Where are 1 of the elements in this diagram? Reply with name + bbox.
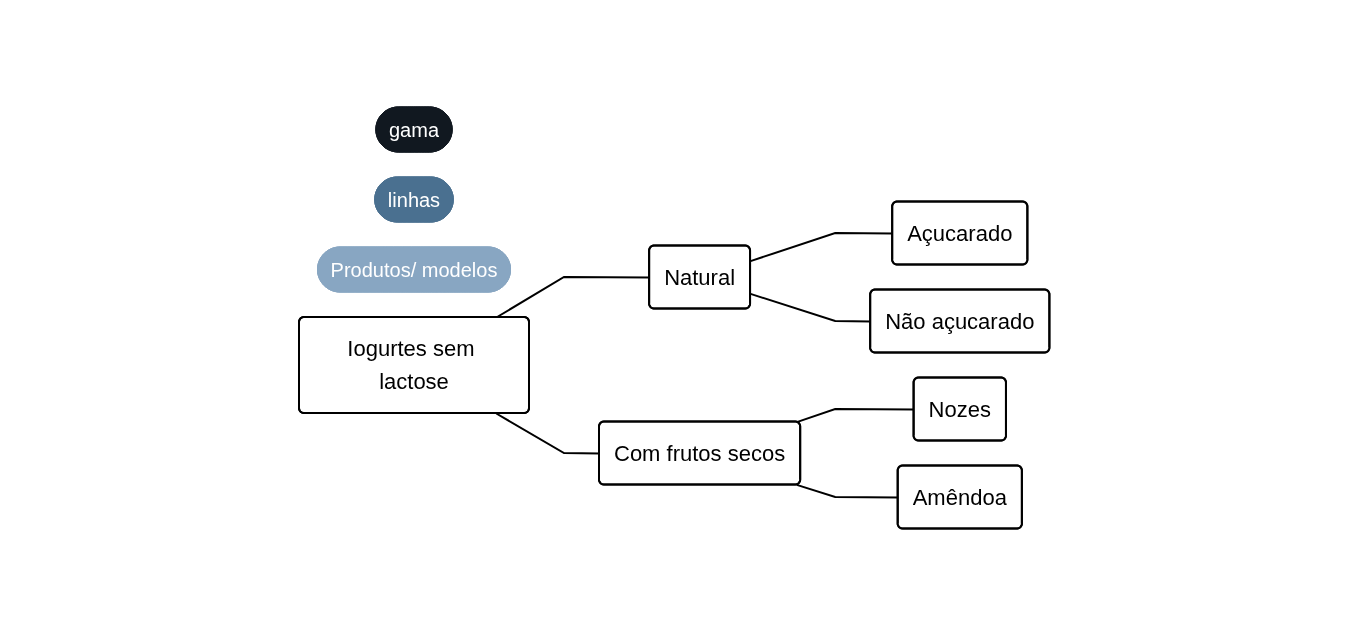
node-text: Iogurtes sem lactose (347, 335, 475, 394)
